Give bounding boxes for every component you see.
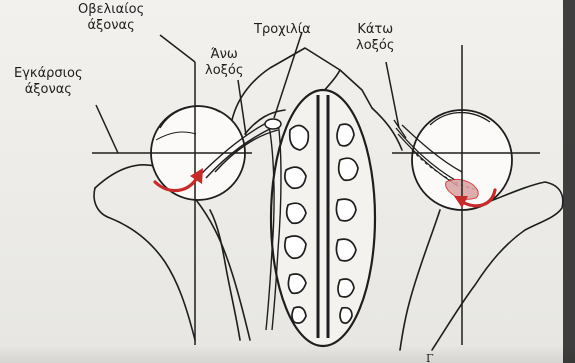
inferior-oblique-leader	[386, 62, 399, 128]
nasal-cavity	[271, 90, 375, 346]
transverse-axis-label-line-1: Εγκάρσιος	[14, 66, 83, 82]
superior-oblique-leader	[238, 80, 246, 135]
trochlea-pulley	[265, 119, 281, 129]
superior-oblique-label: Άνω λοξός	[205, 47, 243, 79]
sagittal-axis-label-line-2: άξονας	[78, 18, 144, 34]
sagittal-axis-label-line-1: Οβελιαίος	[78, 2, 144, 18]
trochlea-label: Τροχιλία	[254, 22, 311, 38]
inferior-oblique-label: Κάτω λοξός	[356, 22, 394, 54]
sagittal-axis-label: Οβελιαίος άξονας	[78, 2, 144, 34]
superior-oblique-label-line-1: Άνω	[205, 47, 243, 63]
superior-oblique-label-line-2: λοξός	[205, 63, 243, 79]
page-mark: Γ	[426, 352, 434, 363]
inferior-oblique-label-line-2: λοξός	[356, 38, 394, 54]
sagittal-axis-leader	[160, 35, 195, 62]
transverse-axis-label-line-2: άξονας	[14, 82, 83, 98]
transverse-axis-leader	[96, 105, 118, 153]
transverse-axis-label: Εγκάρσιος άξονας	[14, 66, 83, 98]
inferior-oblique-label-line-1: Κάτω	[356, 22, 394, 38]
